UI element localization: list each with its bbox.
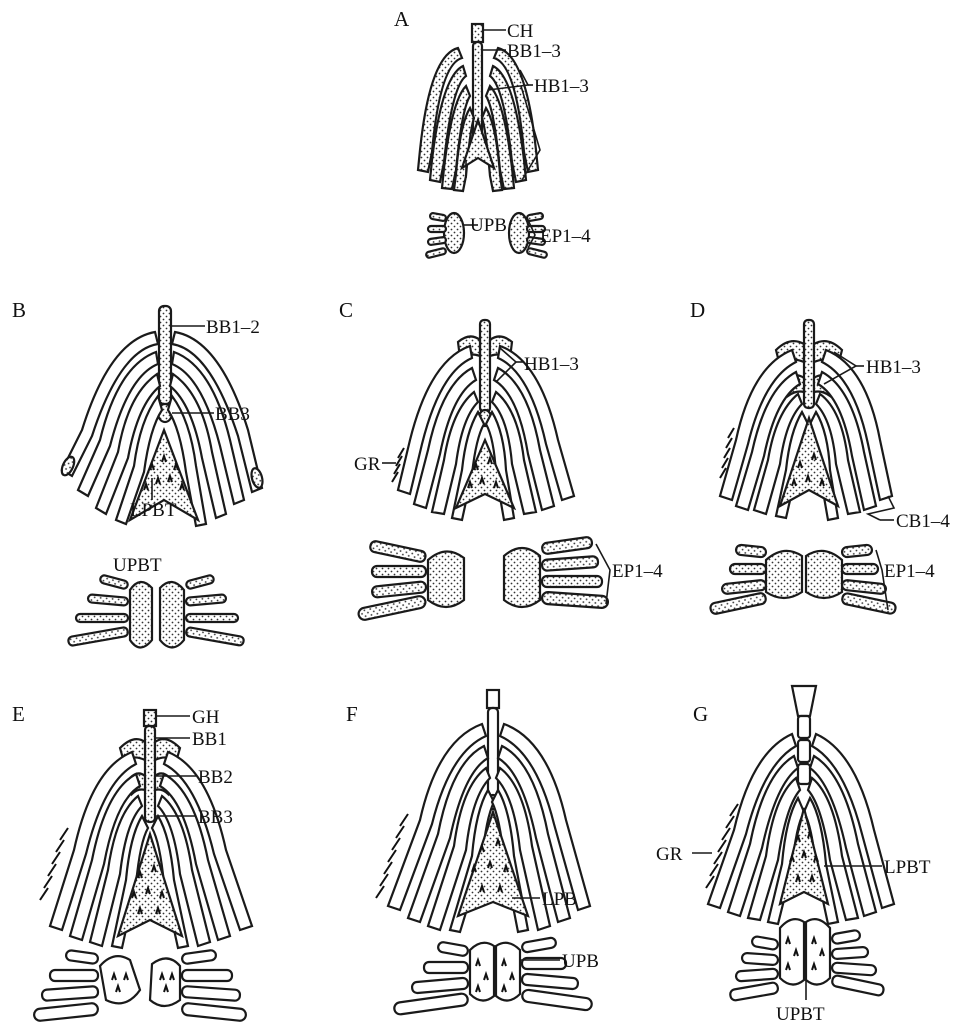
panel-label-b: B [12,298,26,322]
upper-pharyngeal-right [509,213,529,253]
panel-label-e: E [12,702,25,726]
panel-a: A CH BB1–3 HB1–3 [394,7,591,258]
label-lpb-f: LPB [542,889,577,910]
upper-pharyngeal-left-b [130,582,152,648]
label-lpbt-b: LPBT [130,500,177,521]
label-upb-f: UPB [562,951,599,972]
upper-pharyngeal-left-d [766,551,802,598]
panel-label-f: F [346,702,358,726]
label-ch: CH [507,21,534,42]
glossohyal-e [144,710,156,726]
label-hb1-3-c: HB1–3 [524,354,579,375]
copula-head [472,24,483,42]
panel-label-d: D [690,298,705,322]
label-bb3-e: BB3 [198,807,233,828]
upper-pharyngeal-right-f [496,943,520,1001]
panel-d: D [690,298,950,615]
upper-pharyngeal-right-e [150,958,180,1006]
label-hb1-3-a: HB1–3 [534,76,589,97]
label-ep1-4-c: EP1–4 [612,561,663,582]
label-bb1-e: BB1 [192,729,227,750]
upper-pharyngeal-right-c [504,548,540,607]
basibranchial-1-2-b [159,306,171,404]
panel-label-g: G [693,702,708,726]
panel-c: C [339,298,663,621]
basibranchial-1-g [798,716,810,738]
label-upb-a: UPB [470,215,507,236]
label-bb3-b: BB3 [215,404,250,425]
upper-pharyngeal-right-d [806,551,842,598]
glossohyal-f [487,690,499,708]
label-bb1-2-b: BB1–2 [206,317,260,338]
label-cb1-4-d: CB1–4 [896,511,950,532]
label-lpbt-g: LPBT [884,857,931,878]
upper-pharyngeal-left-f [470,943,494,1001]
upper-pharyngeal-right-g [806,919,830,984]
label-upbt-g: UPBT [776,1004,825,1025]
upper-pharyngeal-left-g [780,919,804,984]
basibranchial-d [804,320,814,408]
label-ep1-4-a: EP1–4 [540,226,591,247]
basibranchial-3-g [798,764,810,784]
label-upbt-b: UPBT [113,555,162,576]
panel-f: F [346,690,599,1015]
upper-pharyngeal-right-b [160,582,184,648]
upper-pharyngeal-left-c [428,551,464,607]
basibranchial-2-g [798,740,810,762]
label-bb2-e: BB2 [198,767,233,788]
basibranchial-c [480,320,490,412]
label-bb1-3-a: BB1–3 [507,41,561,62]
panel-label-c: C [339,298,353,322]
panel-g: G [656,686,931,1025]
basibranchial-e [145,726,155,822]
label-gh-e: GH [192,707,220,728]
panel-e: E [12,702,252,1021]
glossohyal-g [792,686,816,716]
basibranchial-f [488,708,498,796]
label-gr-g: GR [656,844,683,865]
upper-pharyngeal-left-e [100,956,140,1003]
label-ep1-4-d: EP1–4 [884,561,935,582]
panel-b: B [12,298,264,648]
label-gr-c: GR [354,454,381,475]
label-hb1-3-d: HB1–3 [866,357,921,378]
upper-pharyngeal-left [444,213,464,253]
panel-label-a: A [394,7,410,31]
